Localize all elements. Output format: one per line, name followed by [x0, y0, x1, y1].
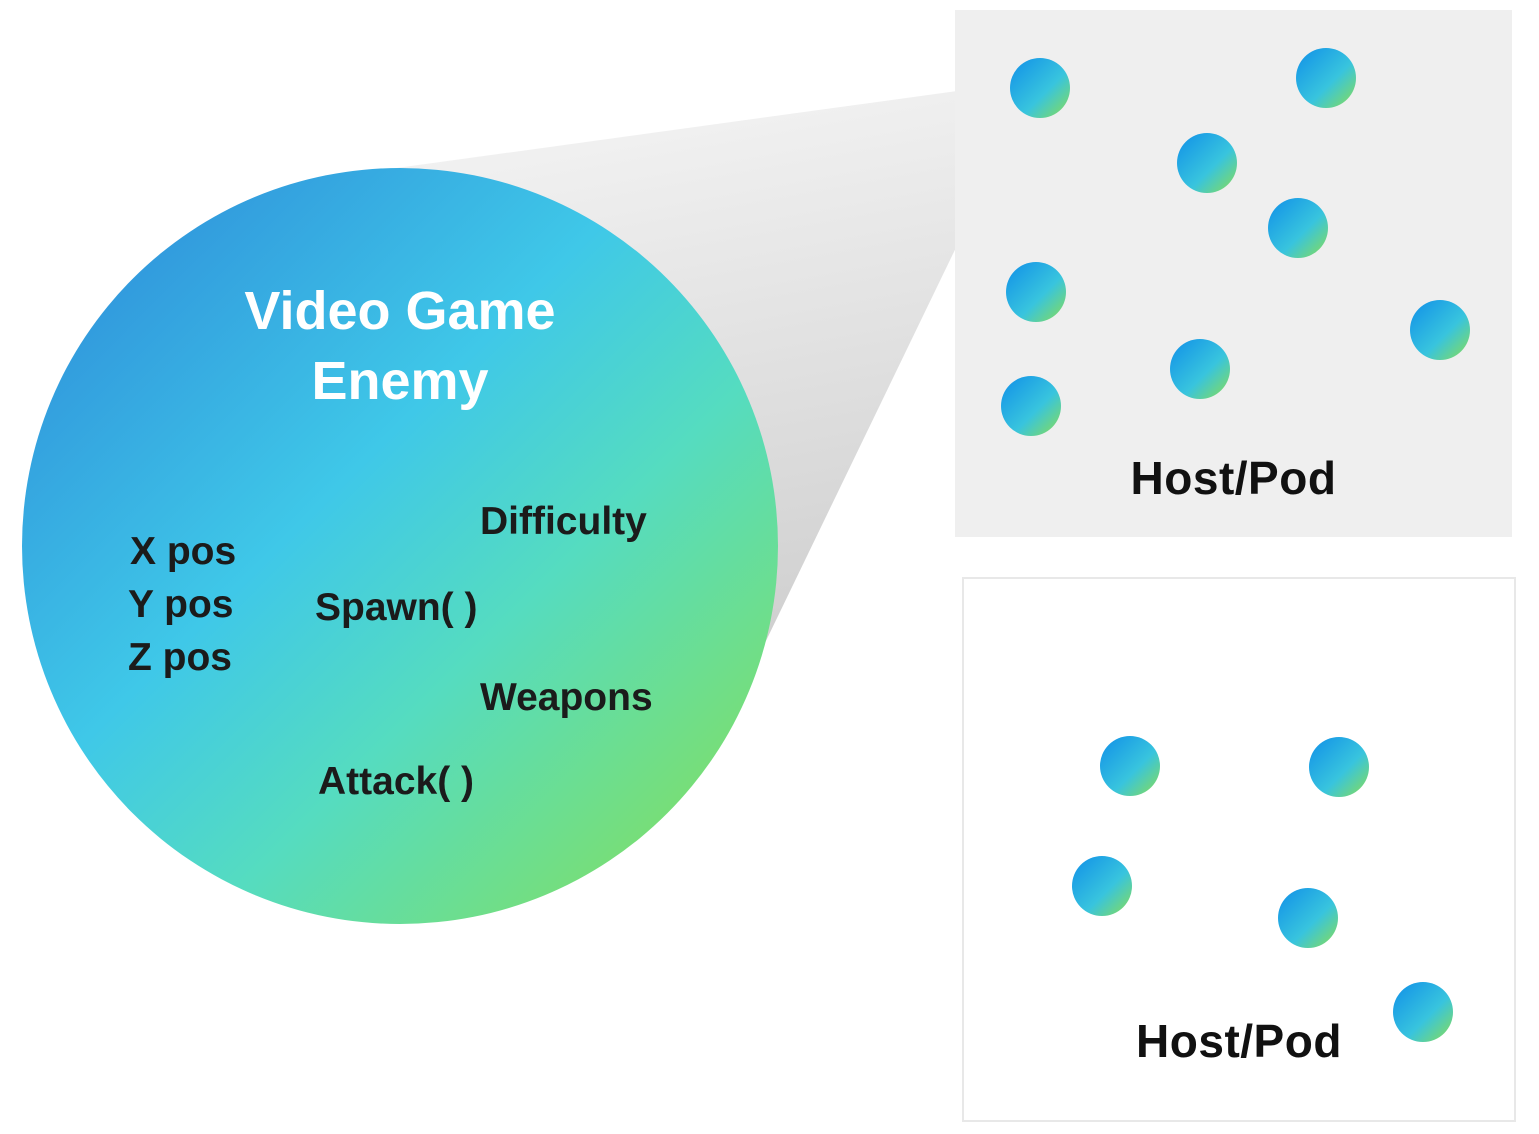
pod-dot	[1100, 736, 1160, 796]
pod-dot	[1278, 888, 1338, 948]
attribute-y-pos: Y pos	[128, 583, 234, 626]
host-pod-box-bottom: Host/Pod	[962, 577, 1516, 1122]
circle-title-line1: Video Game	[244, 281, 556, 341]
pod-dot	[1410, 300, 1470, 360]
attribute-x-pos: X pos	[130, 530, 237, 573]
pod-dot	[1001, 376, 1061, 436]
pod-dot	[1393, 982, 1453, 1042]
pod-dot	[1177, 133, 1237, 193]
attribute-z-pos: Z pos	[128, 636, 232, 679]
pod-dot	[1010, 58, 1070, 118]
enemy-class-circle: Video Game Enemy X pos Y pos Z pos Diffi…	[22, 168, 778, 924]
member-difficulty: Difficulty	[480, 500, 647, 543]
member-attack-method: Attack( )	[318, 760, 475, 803]
pod-dot	[1296, 48, 1356, 108]
host-pod-label: Host/Pod	[1136, 1015, 1342, 1067]
pod-dot	[1072, 856, 1132, 916]
circle-title-line2: Enemy	[311, 351, 489, 412]
circle-title: Video Game Enemy	[22, 276, 778, 416]
pod-dot	[1170, 339, 1230, 399]
host-pod-label: Host/Pod	[1130, 452, 1337, 504]
pod-dot	[1309, 737, 1369, 797]
member-weapons: Weapons	[480, 676, 653, 719]
pod-dot	[1006, 262, 1066, 322]
pod-dot	[1268, 198, 1328, 258]
member-spawn-method: Spawn( )	[315, 586, 478, 629]
host-pod-box-top: Host/Pod	[955, 10, 1512, 537]
